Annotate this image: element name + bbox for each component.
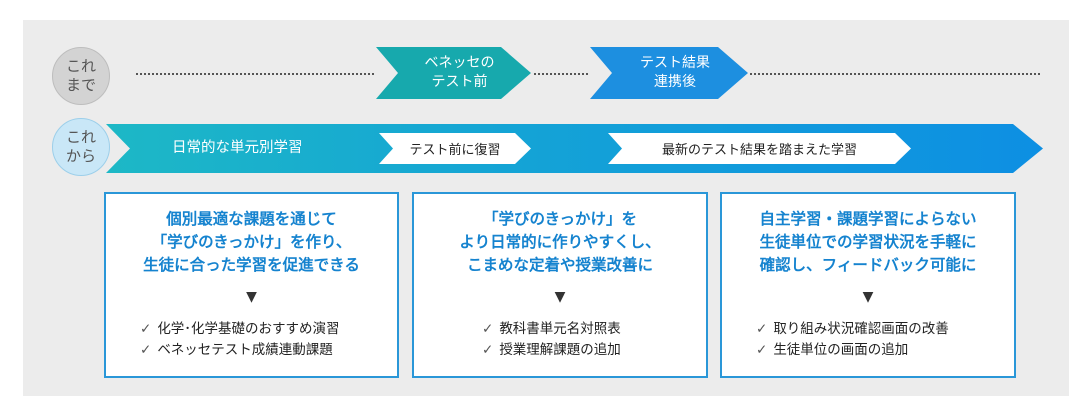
list-item-text: 化学･化学基礎のおすすめ演習 xyxy=(157,321,340,337)
list-item: ✓ ベネッセテスト成績連動課題 xyxy=(140,340,397,361)
feature-list: ✓ 化学･化学基礎のおすすめ演習 ✓ ベネッセテスト成績連動課題 xyxy=(106,319,397,361)
benefit-box-1: 個別最適な課題を通じて 「学びのきっかけ」を作り、 生徒に合った学習を促進できる… xyxy=(104,192,399,378)
benefit-box-2: 「学びのきっかけ」を より日常的に作りやすくし、 こまめな定着や授業改善に ▼ … xyxy=(412,192,708,378)
list-item-text: 生徒単位の画面の追加 xyxy=(773,342,909,358)
benefit-title: 「学びのきっかけ」を より日常的に作りやすくし、 こまめな定着や授業改善に xyxy=(414,208,706,277)
title-line: 自主学習・課題学習によらない xyxy=(759,210,977,228)
list-item: ✓ 取り組み状況確認画面の改善 xyxy=(756,319,1014,340)
benefit-box-3: 自主学習・課題学習によらない 生徒単位での学習状況を手軽に 確認し、フィードバッ… xyxy=(720,192,1016,378)
check-icon: ✓ xyxy=(756,342,768,358)
title-line: 個別最適な課題を通じて xyxy=(166,210,337,228)
list-item: ✓ 授業理解課題の追加 xyxy=(482,340,706,361)
check-icon: ✓ xyxy=(756,321,768,337)
list-item-text: ベネッセテスト成績連動課題 xyxy=(157,342,333,358)
timeline-dotted-1 xyxy=(136,73,374,75)
check-icon: ✓ xyxy=(140,342,152,358)
title-line: 「学びのきっかけ」を xyxy=(483,210,637,228)
title-line: 生徒単位での学習状況を手軽に xyxy=(759,233,977,251)
tag-pre-test-review: テスト前に復習 xyxy=(379,133,531,164)
list-item-text: 教科書単元名対照表 xyxy=(499,321,621,337)
feature-list: ✓ 取り組み状況確認画面の改善 ✓ 生徒単位の画面の追加 xyxy=(722,319,1014,361)
timeline-dotted-3 xyxy=(750,73,1040,75)
row-label-future: これ から xyxy=(52,118,110,176)
list-item-text: 取り組み状況確認画面の改善 xyxy=(773,321,949,337)
check-icon: ✓ xyxy=(482,342,494,358)
list-item-text: 授業理解課題の追加 xyxy=(499,342,621,358)
future-arrow-label: 日常的な単元別学習 xyxy=(172,140,303,156)
step-test-result: テスト結果 連携後 xyxy=(590,47,748,99)
title-line: 確認し、フィードバック可能に xyxy=(759,256,977,274)
list-item: ✓ 生徒単位の画面の追加 xyxy=(756,340,1014,361)
down-triangle-icon: ▼ xyxy=(246,289,257,305)
benefit-title: 個別最適な課題を通じて 「学びのきっかけ」を作り、 生徒に合った学習を促進できる xyxy=(106,208,397,277)
check-icon: ✓ xyxy=(482,321,494,337)
step-benesse-test: ベネッセの テスト前 xyxy=(376,47,531,99)
list-item: ✓ 教科書単元名対照表 xyxy=(482,319,706,340)
down-triangle-icon: ▼ xyxy=(554,289,566,305)
down-triangle-icon: ▼ xyxy=(862,289,874,305)
title-line: こまめな定着や授業改善に xyxy=(466,256,653,274)
title-line: 「学びのきっかけ」を作り、 xyxy=(151,233,352,251)
title-line: より日常的に作りやすくし、 xyxy=(459,233,661,251)
title-line: 生徒に合った学習を促進できる xyxy=(143,256,360,274)
list-item: ✓ 化学･化学基礎のおすすめ演習 xyxy=(140,319,397,340)
feature-list: ✓ 教科書単元名対照表 ✓ 授業理解課題の追加 xyxy=(414,319,706,361)
benefit-title: 自主学習・課題学習によらない 生徒単位での学習状況を手軽に 確認し、フィードバッ… xyxy=(722,208,1014,277)
timeline-dotted-2 xyxy=(534,73,588,75)
check-icon: ✓ xyxy=(140,321,152,337)
row-label-past: これ まで xyxy=(52,47,110,105)
tag-latest-results-study: 最新のテスト結果を踏まえた学習 xyxy=(608,133,911,164)
